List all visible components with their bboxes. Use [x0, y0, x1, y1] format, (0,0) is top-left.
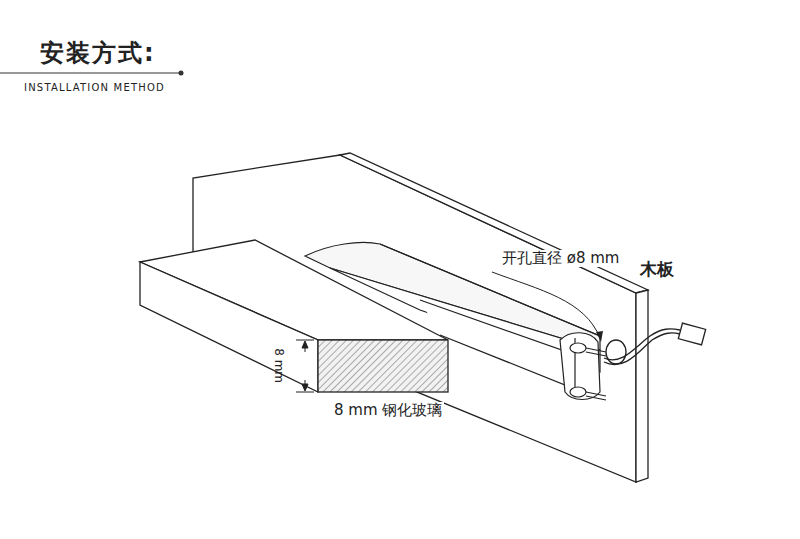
hole-diameter-label: 开孔直径 ø8 mm: [500, 250, 621, 267]
board-label: 木板: [638, 260, 676, 279]
dimension-mark: [296, 340, 314, 392]
page-title: 安装方式:: [38, 40, 158, 66]
title-dot: [179, 71, 184, 76]
leader-line: [492, 272, 600, 338]
thickness-dimension: 8 mm: [271, 347, 284, 386]
tempered-glass: [140, 240, 448, 392]
subtitle: INSTALLATION METHOD: [22, 82, 167, 93]
wire: [604, 323, 706, 364]
leader-arrow: [596, 331, 603, 342]
glass-label: 8 mm 钢化玻璃: [332, 402, 444, 419]
screw: [570, 343, 606, 400]
title-rule: [0, 72, 180, 73]
